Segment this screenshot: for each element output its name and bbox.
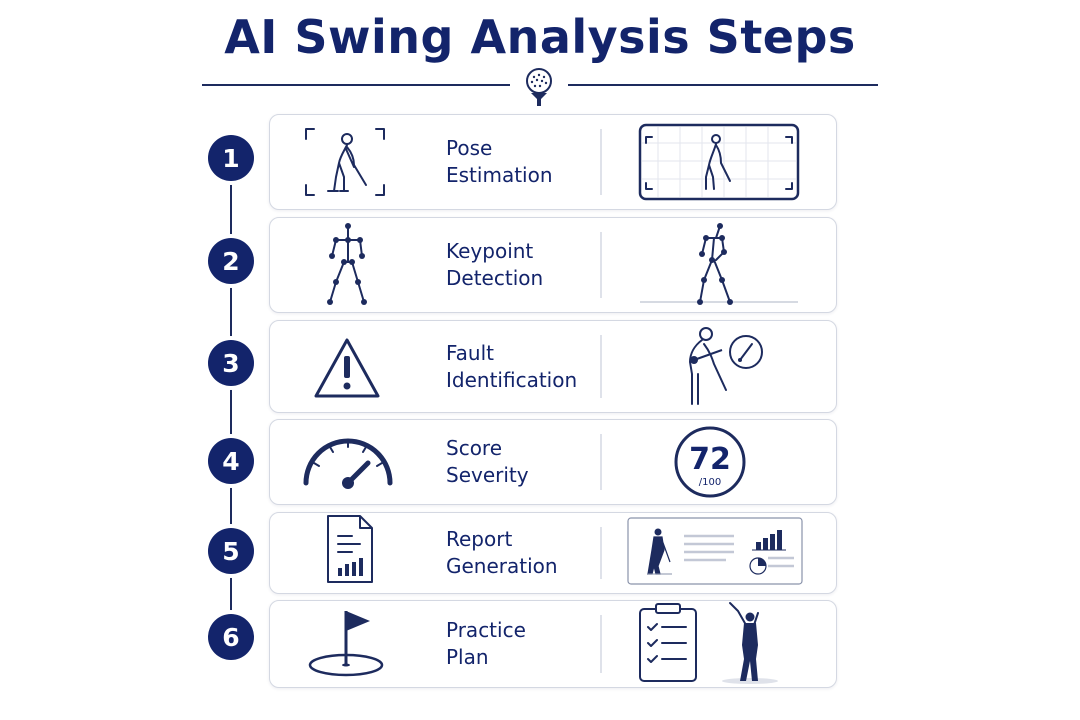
report-dashboard	[627, 517, 803, 585]
title-divider-right	[568, 84, 878, 86]
warning-triangle-icon	[314, 338, 380, 397]
card-separator	[600, 527, 602, 579]
step-number-badge: 1	[208, 135, 254, 181]
score-max: /100	[699, 477, 721, 488]
gauge-icon	[303, 438, 393, 489]
document-chart-icon	[327, 515, 373, 583]
score-badge: 72 /100	[674, 426, 746, 498]
skeleton-on-ground	[640, 223, 798, 305]
step-number-badge: 6	[208, 614, 254, 660]
golf-flag-icon	[308, 611, 384, 677]
step-number-badge: 4	[208, 438, 254, 484]
checklist-and-golfer	[639, 602, 778, 684]
step-number-badge: 2	[208, 238, 254, 284]
pose-overlay-screen	[638, 123, 800, 201]
timeline-connector	[230, 160, 232, 638]
card-separator	[600, 434, 602, 490]
step-number-badge: 5	[208, 528, 254, 574]
golfer-with-magnifier	[689, 326, 763, 405]
golfer-in-frame-icon	[305, 128, 385, 196]
card-separator	[600, 335, 602, 398]
page-title: AI Swing Analysis Steps	[224, 10, 856, 64]
golf-ball-on-tee-icon	[526, 68, 552, 106]
card-separator	[600, 615, 602, 673]
skeleton-keypoints-icon	[327, 223, 367, 305]
card-separator	[600, 232, 602, 298]
title-divider-left	[202, 84, 510, 86]
score-value: 72	[689, 442, 731, 477]
step-number-badge: 3	[208, 340, 254, 386]
card-separator	[600, 129, 602, 195]
